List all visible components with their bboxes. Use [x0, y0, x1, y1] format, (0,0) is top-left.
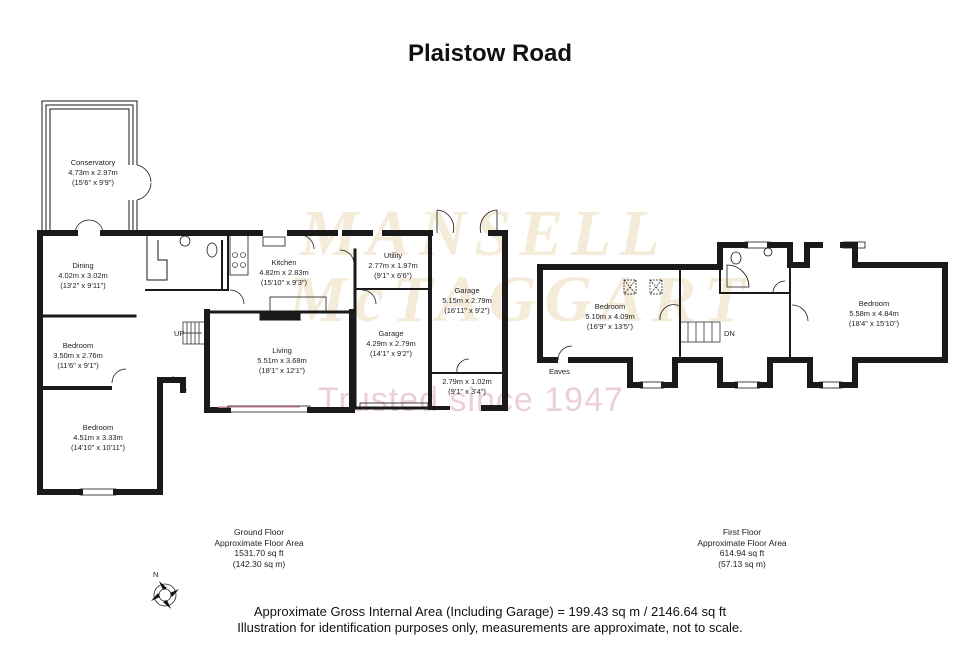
gross-area-text: Approximate Gross Internal Area (Includi… [253, 604, 727, 619]
room-label-living: Living 5.51m x 3.68m (18'1" x 12'1") [257, 346, 307, 375]
room-label-kitchen: Kitchen 4.82m x 2.83m (15'10" x 9'3") [259, 258, 309, 287]
room-label-dining: Dining 4.02m x 3.02m (13'2" x 9'11") [58, 261, 108, 290]
compass-north-label: N [153, 570, 159, 579]
room-label-bedroom-2: Bedroom 4.51m x 3.33m (14'10" x 10'11") [71, 423, 125, 452]
room-label-utility: Utility 2.77m x 1.97m (9'1" x 6'6") [368, 251, 418, 280]
compass-icon [151, 581, 179, 609]
room-label-garage-1: Garage 4.29m x 2.79m (14'1" x 9'2") [366, 329, 416, 358]
eaves-label: Eaves [549, 367, 570, 376]
room-label-garage-store: 2.79m x 1.02m (9'1" x 3'4") [442, 377, 492, 396]
disclaimer-text: Illustration for identification purposes… [237, 620, 743, 635]
conservatory-walls [41, 100, 138, 232]
first-floor-area-summary: First Floor Approximate Floor Area 614.9… [697, 527, 787, 569]
stairs-down-label: DN [724, 329, 735, 338]
room-label-bedroom-1: Bedroom 3.50m x 2.76m (11'6" x 9'1") [53, 341, 103, 370]
watermark-tagline: Trusted since 1947 [318, 381, 624, 419]
ground-floor-area-summary: Ground Floor Approximate Floor Area 1531… [214, 527, 304, 569]
room-label-garage-2: Garage 5.15m x 2.79m (16'11" x 9'2") [442, 286, 492, 315]
plan-title: Plaistow Road [407, 40, 573, 67]
room-label-first-bedroom-1: Bedroom 5.10m x 4.09m (16'9" x 13'5") [585, 302, 635, 331]
room-label-first-bedroom-2: Bedroom 5.58m x 4.84m (18'4" x 15'10") [848, 299, 900, 328]
watermark-line2: McTAGGART [288, 263, 753, 336]
room-label-conservatory: Conservatory 4.73m x 2.97m (15'6" x 9'9"… [68, 158, 118, 187]
stairs-up-label: UP [174, 329, 185, 338]
